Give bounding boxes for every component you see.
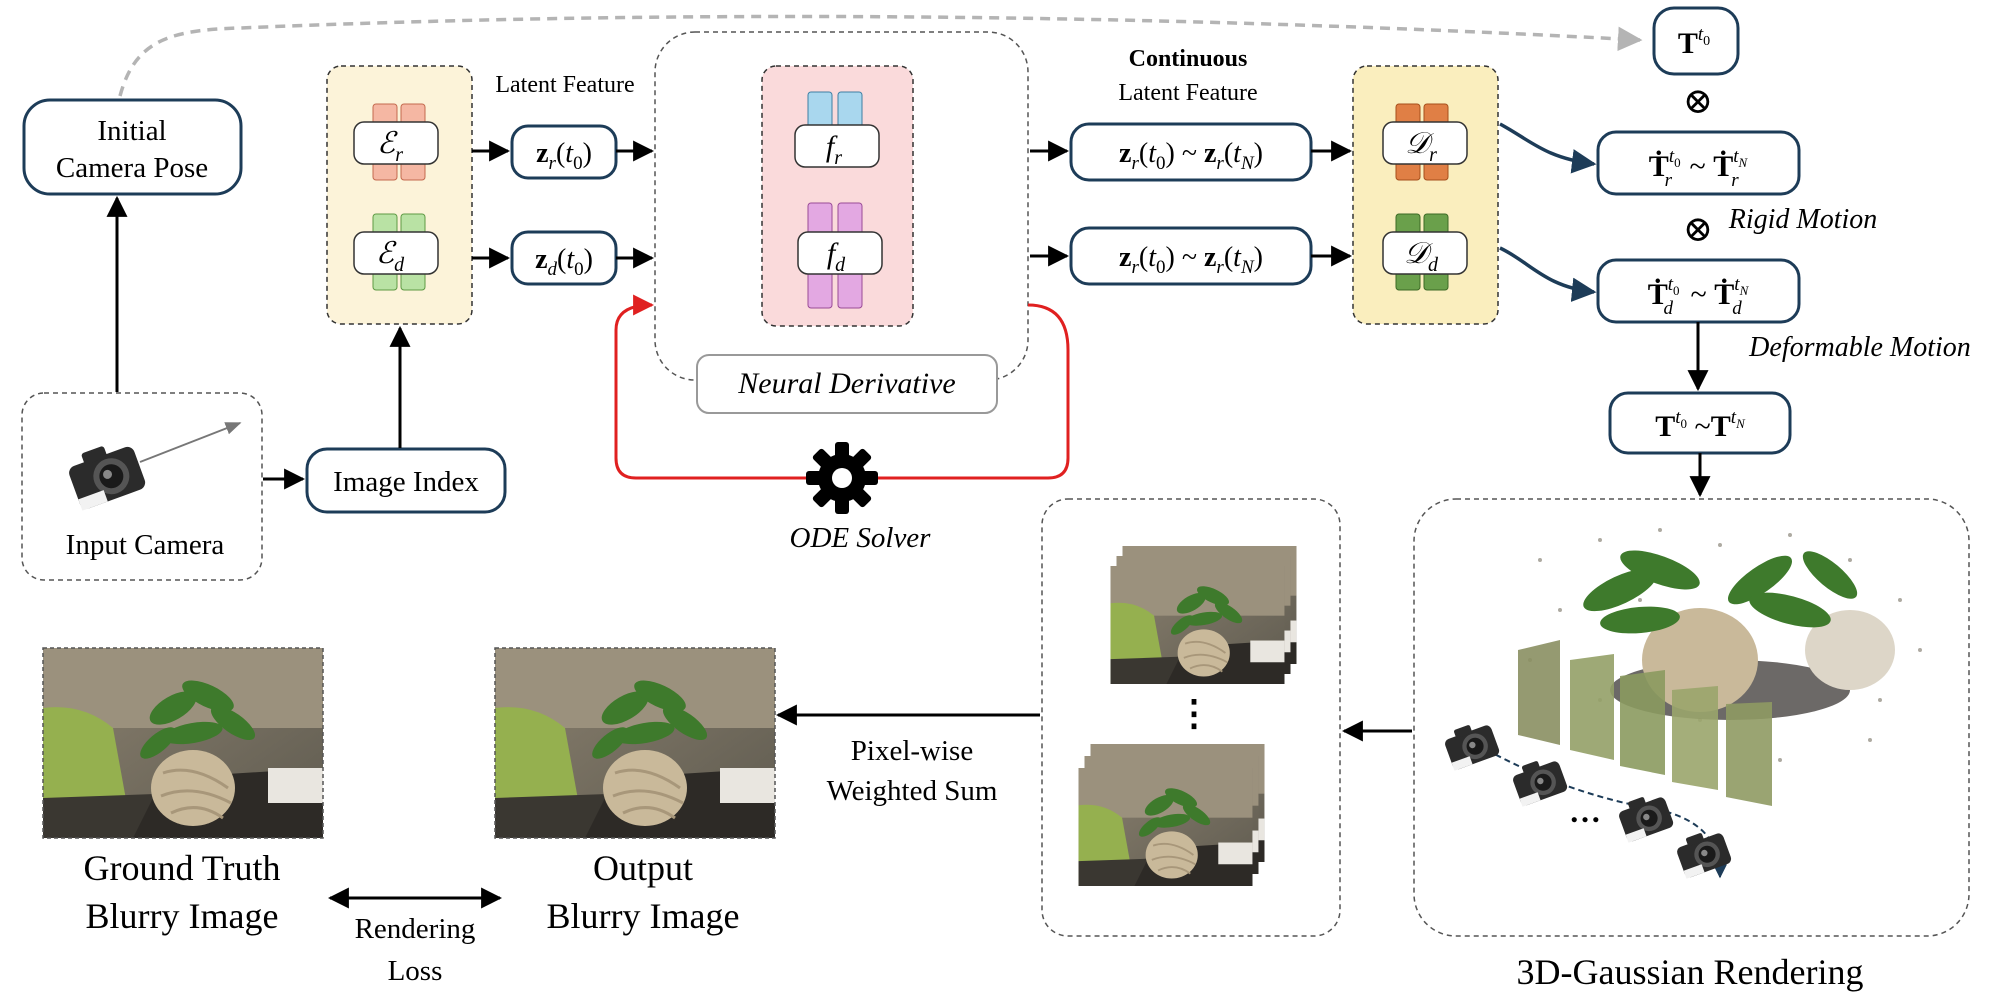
ground-truth-label-1: Ground Truth bbox=[83, 848, 280, 888]
svg-text:Tt0: Tt0 bbox=[1678, 24, 1710, 60]
ode-loop-arrow bbox=[614, 294, 1070, 480]
camera-icon bbox=[1509, 753, 1569, 807]
camera-trajectory: … bbox=[1441, 717, 1733, 879]
otimes-symbol-top: ⊗ bbox=[1683, 81, 1713, 121]
z-r-t0-node: zr(t0) bbox=[510, 124, 618, 180]
encoder-panel bbox=[326, 65, 473, 325]
encoder-r-label: ℰr bbox=[377, 127, 403, 166]
gaussian-rendering-label: 3D-Gaussian Rendering bbox=[1517, 952, 1864, 992]
image-index-node: Image Index bbox=[305, 447, 507, 514]
encoder-d-block: ℰd bbox=[353, 213, 439, 291]
continuous-latent-label: Latent Feature bbox=[1118, 80, 1257, 106]
otimes-symbol-bottom: ⊗ bbox=[1683, 209, 1713, 249]
input-camera-panel bbox=[21, 392, 263, 581]
ground-truth-label-2: Blurry Image bbox=[86, 896, 279, 936]
camera-icon bbox=[1673, 825, 1733, 879]
svg-text:Tt0 ~TtN: Tt0 ~TtN bbox=[1655, 407, 1746, 443]
decoder-d-block: 𝒟d bbox=[1382, 213, 1468, 291]
arrow-decoder-to-rigid bbox=[1499, 122, 1597, 174]
svg-text:zd(t0): zd(t0) bbox=[535, 244, 593, 280]
frame-stack-bottom bbox=[1077, 744, 1266, 886]
svg-text:zr(t0) ~ zr(tN): zr(t0) ~ zr(tN) bbox=[1119, 138, 1263, 174]
ode-solver-label: ODE Solver bbox=[790, 522, 932, 554]
output-image bbox=[494, 647, 776, 839]
camera-icon bbox=[1615, 789, 1675, 843]
f-r-block: fr bbox=[794, 91, 880, 169]
arrow-decoder-to-deform bbox=[1499, 246, 1597, 302]
svg-text:zr(t0) ~ zr(tN): zr(t0) ~ zr(tN) bbox=[1119, 242, 1263, 278]
input-camera-label: Input Camera bbox=[66, 529, 225, 561]
z-range-top-node: zr(t0) ~ zr(tN) bbox=[1069, 122, 1313, 182]
continuous-label: Continuous bbox=[1129, 46, 1248, 72]
frames-panel bbox=[1041, 498, 1341, 937]
z-d-t0-node: zd(t0) bbox=[510, 230, 618, 286]
ground-truth-image bbox=[42, 647, 324, 839]
T-final-node: Tt0 ~TtN bbox=[1608, 391, 1792, 455]
svg-text:zr(t0): zr(t0) bbox=[536, 138, 592, 174]
T-t0-node: Tt0 bbox=[1652, 6, 1740, 76]
camera-icon bbox=[1441, 717, 1501, 771]
gaussian-rendering-panel bbox=[1413, 498, 1970, 937]
svg-text:Initial: Initial bbox=[97, 115, 166, 147]
latent-feature-label: Latent Feature bbox=[495, 72, 634, 98]
frame-stack-top bbox=[1109, 546, 1298, 684]
rigid-motion-label: Rigid Motion bbox=[1728, 204, 1878, 235]
svg-text:Image Index: Image Index bbox=[333, 466, 479, 498]
camera-icon bbox=[63, 422, 242, 511]
output-label-2: Blurry Image bbox=[547, 896, 740, 936]
neural-derivative-box bbox=[696, 354, 998, 414]
gear-icon bbox=[806, 442, 878, 514]
encoder-d-label: ℰd bbox=[376, 237, 405, 276]
weighted-sum-label-2: Weighted Sum bbox=[827, 775, 998, 807]
trajectory-ellipsis: … bbox=[1569, 793, 1601, 829]
z-range-bottom-node: zr(t0) ~ zr(tN) bbox=[1069, 226, 1313, 286]
output-label-1: Output bbox=[593, 848, 693, 888]
neural-derivative-label: Neural Derivative bbox=[737, 367, 955, 400]
deformable-motion-label: Deformable Motion bbox=[1748, 332, 1971, 363]
weighted-sum-label-1: Pixel-wise bbox=[851, 735, 973, 767]
svg-text:Camera Pose: Camera Pose bbox=[56, 152, 208, 184]
point-cloud bbox=[1518, 528, 1922, 806]
initial-camera-pose-node: Initial Camera Pose bbox=[22, 98, 243, 196]
rendering-loss-label-2: Loss bbox=[388, 955, 443, 987]
encoder-r-block: ℰr bbox=[353, 103, 439, 181]
frames-vdots: ⋮ bbox=[1176, 693, 1212, 733]
rendering-loss-label-1: Rendering bbox=[355, 913, 476, 945]
pose-dashed-arrow bbox=[118, 14, 1643, 97]
f-d-block: fd bbox=[797, 202, 883, 309]
decoder-r-block: 𝒟r bbox=[1382, 103, 1468, 181]
